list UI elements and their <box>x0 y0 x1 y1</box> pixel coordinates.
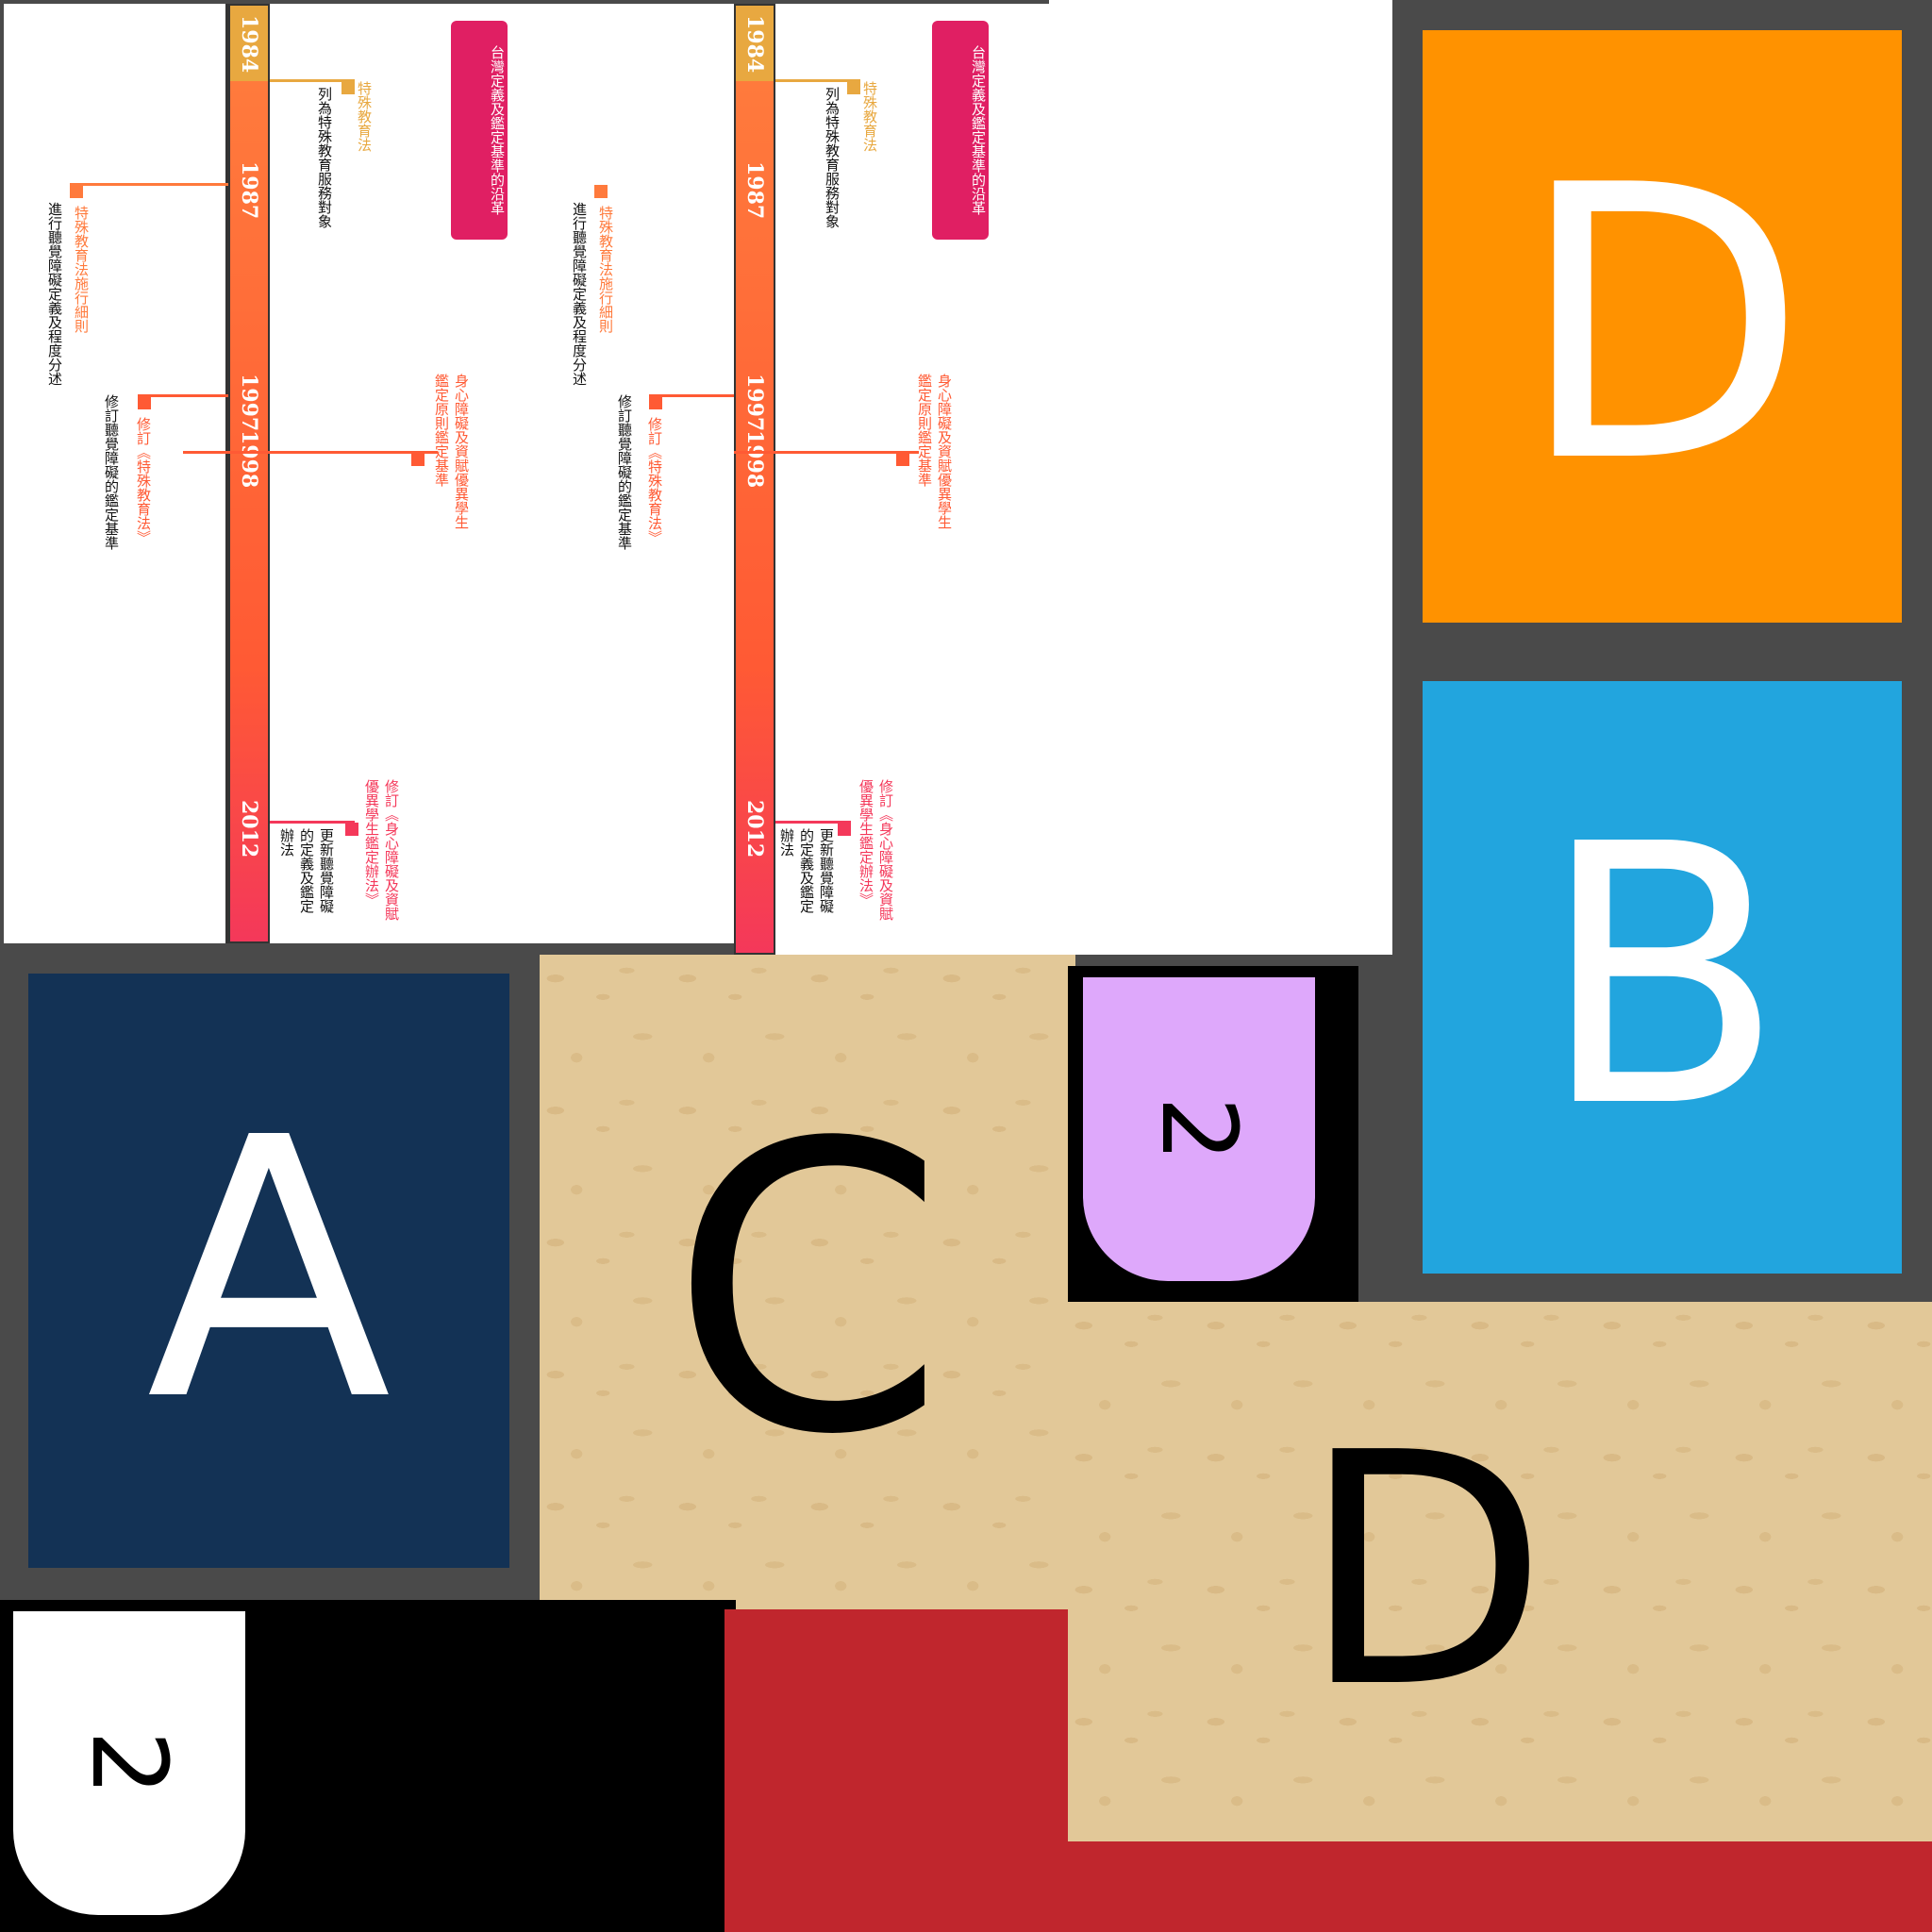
connector-1984 <box>775 79 860 82</box>
connector-2012 <box>270 821 355 824</box>
marker-1998 <box>411 453 425 466</box>
timeline-bar: 1984 1987 1997 1998 2012 <box>228 4 270 943</box>
event-1987-detail: 進行聽覺障礙定義及程度分述 <box>46 202 63 386</box>
event-2012-detail: 更新聽覺障礙 的定義及鑑定 辦法 <box>278 828 335 913</box>
event-1987-heading: 特殊教育法施行細則 <box>73 206 90 333</box>
event-1997-detail: 修訂聽覺障礙的鑑定基準 <box>616 394 633 550</box>
connector-1997 <box>649 394 734 397</box>
connector-1987 <box>70 183 228 186</box>
tile-b-blue-letter: B <box>1539 768 1786 1186</box>
white-number: 2 <box>69 1730 190 1796</box>
year-1998: 1998 <box>237 430 261 489</box>
tile-d-wood-letter: D <box>1301 1385 1548 1758</box>
event-1997-detail: 修訂聽覺障礙的鑑定基準 <box>103 394 120 550</box>
event-1984-detail: 列為特殊教育服務對象 <box>824 87 841 228</box>
tile-a-navy-letter: A <box>146 1061 391 1479</box>
event-1998-heading: 身心障礙及資賦優異學生 鑑定原則鑑定基準 <box>916 374 953 529</box>
event-1984-heading: 特殊教育法 <box>861 81 878 152</box>
event-2012-heading: 修訂《身心障礙及資賦 優異學生鑑定辦法》 <box>858 779 894 921</box>
timeline-divider-left <box>4 4 228 943</box>
timeline-panel-right-left-column: 特殊教育法施行細則 進行聽覺障礙定義及程度分述 修訂《特殊教育法》 修訂聽覺障礙… <box>557 4 734 943</box>
year-1997: 1997 <box>742 374 767 432</box>
year-1984: 1984 <box>742 15 767 74</box>
timeline-title: 台灣定義及鑑定基準的沿革 <box>932 21 989 240</box>
marker-2012 <box>838 823 851 836</box>
year-1984: 1984 <box>237 15 261 74</box>
tile-b-blue: B <box>1423 681 1902 1274</box>
marker-1998 <box>896 453 909 466</box>
event-1997-heading: 修訂《特殊教育法》 <box>135 417 152 544</box>
timeline-bar: 1984 1987 1997 1998 2012 <box>734 4 775 955</box>
year-1987: 1987 <box>742 161 767 220</box>
tile-a-navy: A <box>28 974 509 1568</box>
marker-1984 <box>341 81 355 94</box>
year-1997: 1997 <box>237 374 261 432</box>
marker-2012 <box>345 823 358 836</box>
connector-1998 <box>734 451 919 454</box>
connector-1998 <box>183 451 438 454</box>
year-2012: 2012 <box>237 800 261 858</box>
tile-d-wood: D <box>1068 1302 1932 1841</box>
tile-d-orange: D <box>1423 30 1902 623</box>
year-1987: 1987 <box>237 161 261 220</box>
event-2012-detail: 更新聽覺障礙 的定義及鑑定 辦法 <box>778 828 835 913</box>
event-1984-detail: 列為特殊教育服務對象 <box>316 87 333 228</box>
event-1998-heading: 身心障礙及資賦優異學生 鑑定原則鑑定基準 <box>433 374 470 529</box>
connector-2012 <box>775 821 851 824</box>
white-number-tile: 2 <box>13 1611 245 1915</box>
tile-c-wood-letter: C <box>669 1060 946 1522</box>
blank-area <box>1049 0 1392 955</box>
event-1997-heading: 修訂《特殊教育法》 <box>646 417 663 544</box>
marker-1984 <box>847 81 860 94</box>
timeline-title: 台灣定義及鑑定基準的沿革 <box>451 21 508 240</box>
year-1998: 1998 <box>742 430 767 489</box>
connector-1984 <box>270 79 355 82</box>
connector-1997 <box>138 394 228 397</box>
marker-1987 <box>70 185 83 198</box>
year-2012: 2012 <box>742 800 767 858</box>
marker-1997 <box>138 396 151 409</box>
tile-c-wood: C <box>540 955 1075 1628</box>
marker-1987 <box>594 185 608 198</box>
purple-number: 2 <box>1139 1096 1259 1162</box>
event-2012-heading: 修訂《身心障礙及資賦 優異學生鑑定辦法》 <box>363 779 400 921</box>
purple-number-tile: 2 <box>1083 977 1315 1281</box>
event-1987-detail: 進行聽覺障礙定義及程度分述 <box>571 202 588 386</box>
event-1987-heading: 特殊教育法施行細則 <box>597 206 614 333</box>
event-1984-heading: 特殊教育法 <box>356 81 373 152</box>
marker-1997 <box>649 396 662 409</box>
tile-d-orange-letter: D <box>1516 107 1807 545</box>
